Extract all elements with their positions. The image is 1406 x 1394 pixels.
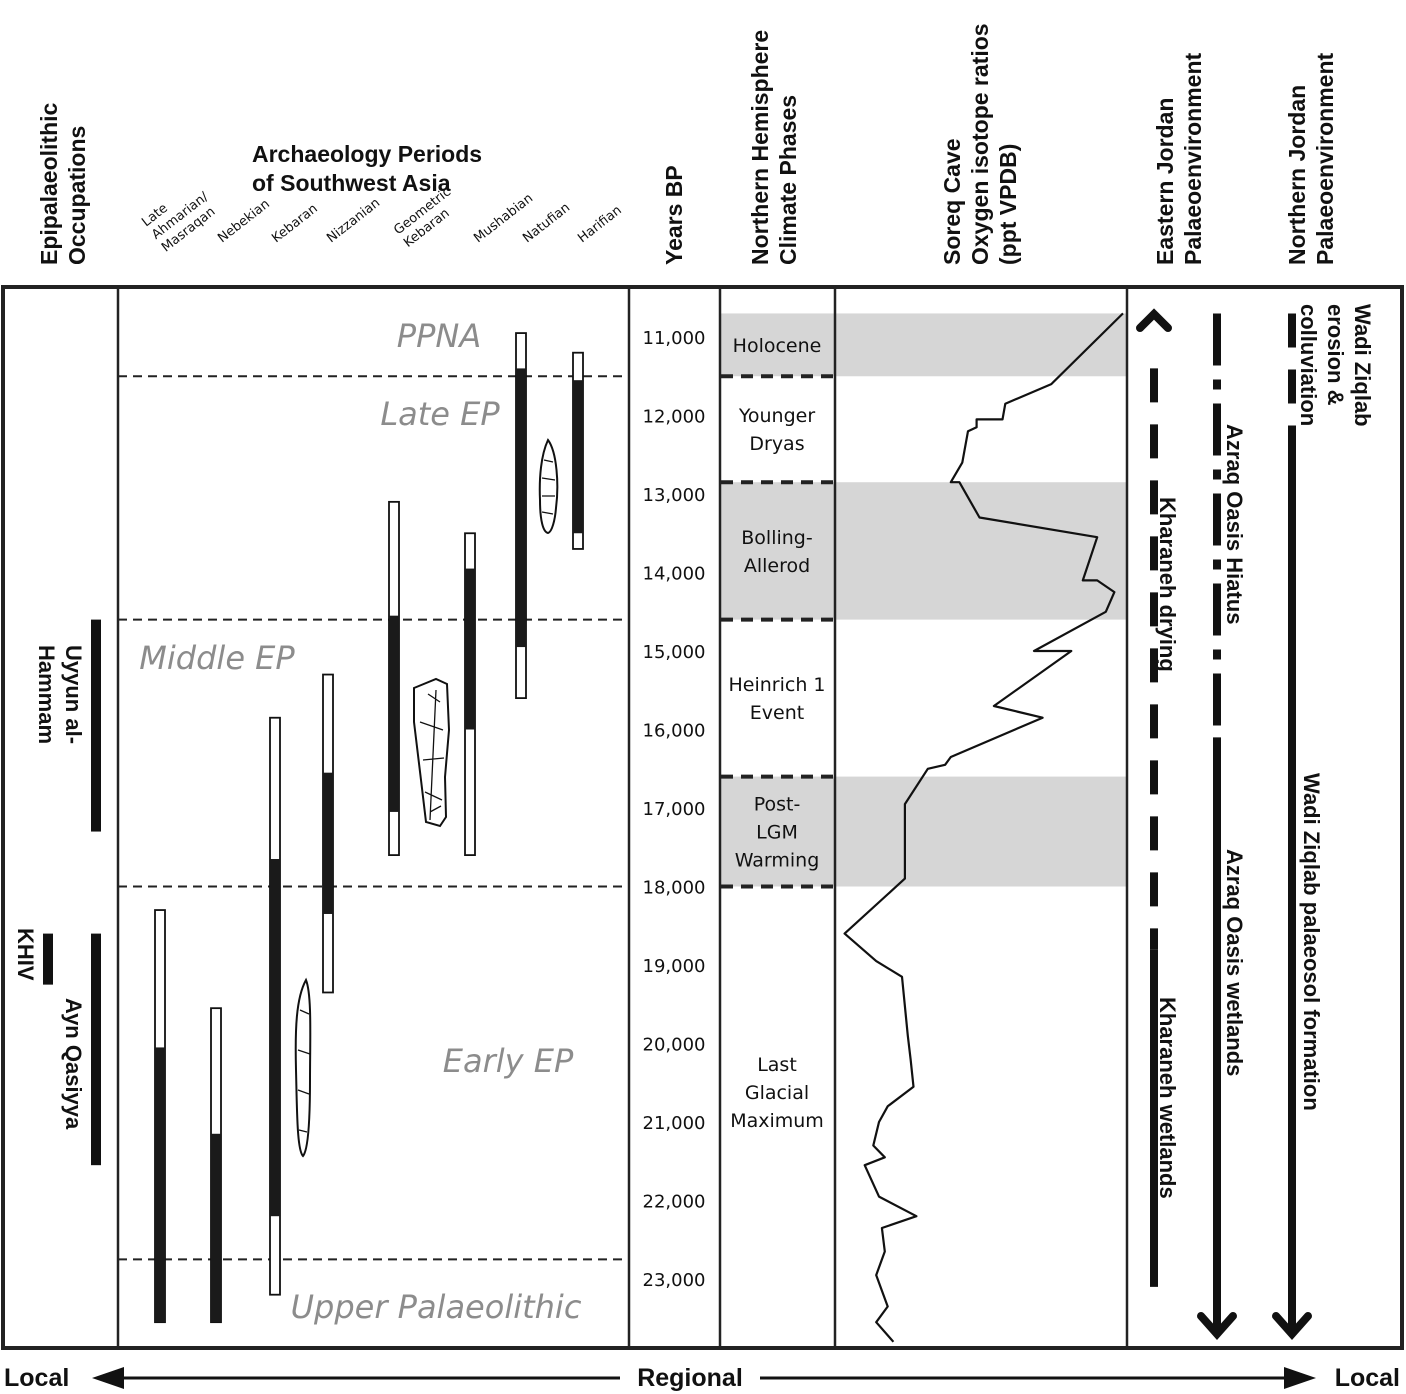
- period-label-nizzanian: Nizzanian: [324, 196, 383, 247]
- outer-frame: [1, 285, 1404, 1350]
- azraq-wetlands-arrow: [1197, 1312, 1237, 1341]
- period-label-kebaran: Kebaran: [269, 201, 321, 246]
- period-core-late-ahmarian-masraqan: [155, 1047, 165, 1323]
- climate-shade-holocene: [721, 313, 834, 377]
- period-core-nebekian: [211, 1133, 221, 1323]
- header-eastern: Eastern Jordan Palaeoenvironment: [1152, 52, 1206, 265]
- occupation-label-ayn-qasiyya: Ayn Qasiyya: [61, 998, 86, 1130]
- header-periods: Archaeology Periods of Southwest Asia: [252, 141, 488, 196]
- occupation-label-uyyun-al-hammam: Uyyun al-Hammam: [34, 645, 86, 744]
- climate-shade-bolling-allerod: [721, 482, 834, 620]
- tick-label-19000: 19,000: [643, 956, 706, 977]
- tick-label-14000: 14,000: [643, 564, 706, 585]
- header-soreq: Soreq Cave Oxygen isotope ratios (ppt VP…: [939, 17, 1021, 265]
- label-azraq-oasis-hiatus: Azraq Oasis Hiatus: [1222, 424, 1247, 625]
- period-core-mushabian: [465, 568, 475, 730]
- soreq-shade-post-lgm-warming: [836, 776, 1126, 887]
- occupation-bar-uyyun-al-hammam: [91, 619, 101, 832]
- header-occupations: Epipalaeolithic Occupations: [36, 96, 90, 265]
- tick-label-17000: 17,000: [643, 799, 706, 820]
- scale-axis: Local Regional Local: [4, 1364, 1400, 1392]
- period-core-kebaran: [270, 859, 280, 1217]
- kebaran-artifact: [294, 977, 312, 1158]
- frame-layer: [1, 285, 1404, 1350]
- era-label-upper-palaeolithic: Upper Palaeolithic: [291, 1288, 582, 1326]
- tick-label-22000: 22,000: [643, 1192, 706, 1213]
- period-core-nizzanian: [323, 772, 333, 914]
- occupation-bar-ayn-qasiyya: [91, 933, 101, 1166]
- header-northern: Northern Jordan Palaeoenvironment: [1284, 52, 1338, 265]
- kharaneh-drying-arrow: [1136, 308, 1172, 332]
- era-label-late-ep: Late EP: [380, 395, 500, 433]
- tick-label-20000: 20,000: [643, 1035, 706, 1056]
- climate-label-bolling-allerod: Bolling-Allerod: [741, 527, 812, 577]
- period-label-late-ahmarian-masraqan: LateAhmarian/Masraqan: [139, 177, 221, 256]
- soreq-isotope-curve: [843, 312, 1124, 1343]
- label-azraq-oasis-wetlands: Azraq Oasis wetlands: [1222, 849, 1247, 1076]
- natufian-artifact-marks: [541, 459, 556, 515]
- tick-label-13000: 13,000: [643, 485, 706, 506]
- era-label-early-ep: Early EP: [443, 1042, 574, 1080]
- era-label-ppna: PPNA: [397, 317, 481, 355]
- axis-left-label: Local: [4, 1364, 69, 1392]
- occupation-label-khiv: KHIV: [13, 928, 38, 981]
- period-core-geometric-kebaran: [389, 615, 399, 812]
- axis-arrow-right: [1284, 1367, 1316, 1389]
- kebaran-artifact-marks: [297, 1009, 311, 1133]
- era-label-middle-ep: Middle EP: [139, 639, 295, 677]
- axis-arrow-left: [92, 1367, 124, 1389]
- soreq-shade-holocene: [836, 313, 1126, 377]
- tick-label-15000: 15,000: [643, 642, 706, 663]
- axis-right-label: Local: [1335, 1364, 1400, 1392]
- tick-label-12000: 12,000: [643, 407, 706, 428]
- header-layer: Epipalaeolithic Occupations Archaeology …: [36, 17, 1338, 265]
- occupation-bar-khiv: [43, 933, 53, 985]
- label-wadi-ziqlab-palaeosol: Wadi Ziqlab palaeosol formation: [1299, 773, 1324, 1111]
- tick-label-21000: 21,000: [643, 1113, 706, 1134]
- period-label-nebekian: Nebekian: [215, 197, 273, 247]
- label-kharaneh-wetlands: Kharaneh wetlands: [1155, 997, 1180, 1199]
- tick-label-11000: 11,000: [643, 328, 706, 349]
- period-core-natufian: [516, 368, 526, 648]
- axis-center-label: Regional: [637, 1364, 743, 1392]
- tick-label-16000: 16,000: [643, 721, 706, 742]
- soreq-shade-bolling-allerod: [836, 482, 1126, 620]
- wadi-ziqlab-palaeosol-arrow: [1272, 1312, 1312, 1341]
- tick-label-23000: 23,000: [643, 1270, 706, 1291]
- header-years: Years BP: [661, 165, 687, 265]
- header-climate: Northern Hemisphere Climate Phases: [747, 23, 801, 265]
- label-kharaneh-drying: Kharaneh drying: [1155, 497, 1180, 672]
- climate-label-holocene: Holocene: [733, 335, 822, 357]
- label-wadi-ziqlab-erosion: Wadi Ziqlaberosion &colluviation: [1296, 304, 1375, 427]
- period-core-harifian: [573, 380, 583, 534]
- tick-label-18000: 18,000: [643, 878, 706, 899]
- geometric-kebaran-artifact: [413, 677, 451, 828]
- period-label-harifian: Harifian: [575, 203, 624, 246]
- climate-shade-post-lgm-warming: [721, 776, 834, 887]
- natufian-artifact: [538, 438, 559, 535]
- geometric-kebaran-artifact-marks: [419, 689, 445, 821]
